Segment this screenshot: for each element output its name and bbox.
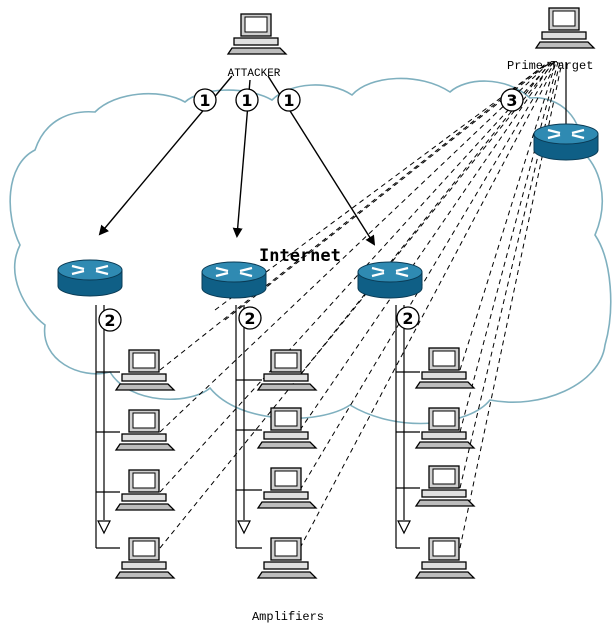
prime-target-label: Prime Target bbox=[507, 59, 593, 73]
svg-text:2: 2 bbox=[402, 309, 413, 328]
router-icon-left bbox=[56, 258, 124, 298]
svg-text:3: 3 bbox=[506, 91, 517, 110]
amplifier-computer-icon bbox=[115, 409, 175, 451]
step-badge-1a: 1 bbox=[193, 88, 217, 112]
router-icon-target bbox=[532, 122, 600, 162]
svg-text:2: 2 bbox=[244, 309, 255, 328]
lan-bus-left bbox=[95, 305, 120, 549]
prime-target-computer-icon bbox=[535, 7, 595, 49]
attacker-label: ATTACKER bbox=[228, 68, 281, 80]
amplifiers-label: Amplifiers bbox=[252, 610, 324, 624]
amplifier-computer-icon bbox=[415, 537, 475, 579]
step-badge-2-left: 2 bbox=[98, 308, 122, 332]
broadcast-arrow-middle bbox=[237, 520, 251, 535]
svg-text:1: 1 bbox=[283, 91, 294, 110]
amplifier-computer-icon bbox=[257, 537, 317, 579]
step-badge-2-middle: 2 bbox=[238, 306, 262, 330]
broadcast-arrow-left bbox=[97, 520, 111, 535]
amplifier-computer-icon bbox=[415, 347, 475, 389]
amplifier-computer-icon bbox=[115, 537, 175, 579]
router-icon-right bbox=[356, 260, 424, 300]
amplifier-computer-icon bbox=[257, 407, 317, 449]
step-badge-1b: 1 bbox=[235, 88, 259, 112]
step-badge-3: 3 bbox=[500, 88, 524, 112]
amplifier-computer-icon bbox=[257, 349, 317, 391]
broadcast-arrow-right bbox=[397, 520, 411, 535]
lan-bus-right bbox=[395, 305, 420, 549]
internet-cloud bbox=[9, 77, 612, 425]
router-icon-middle bbox=[200, 260, 268, 300]
svg-text:2: 2 bbox=[104, 311, 115, 330]
amplifier-computer-icon bbox=[115, 349, 175, 391]
amplifier-computer-icon bbox=[415, 407, 475, 449]
amplifier-computer-icon bbox=[257, 467, 317, 509]
internet-label: Internet bbox=[259, 246, 341, 266]
svg-text:1: 1 bbox=[241, 91, 252, 110]
step-badge-2-right: 2 bbox=[396, 306, 420, 330]
lan-bus-middle bbox=[235, 305, 262, 549]
amplifier-computer-icon bbox=[415, 465, 475, 507]
amplifier-computer-icon bbox=[115, 469, 175, 511]
svg-text:1: 1 bbox=[199, 91, 210, 110]
step-badge-1c: 1 bbox=[277, 88, 301, 112]
flood-lines bbox=[159, 61, 563, 549]
attacker-computer-icon bbox=[227, 13, 287, 55]
